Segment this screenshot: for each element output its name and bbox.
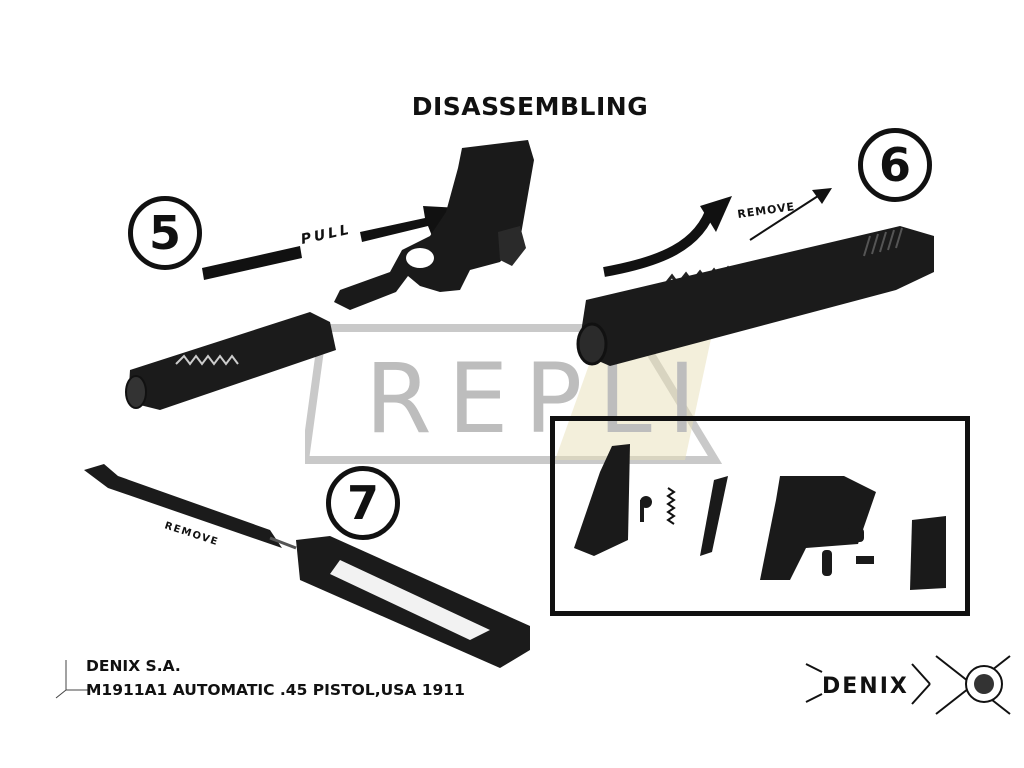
slide-icon <box>125 312 336 410</box>
slide-7-icon <box>296 536 530 668</box>
parts-icon <box>574 444 946 590</box>
page-title: DISASSEMBLING <box>411 92 649 121</box>
parts-exploded-view-box <box>550 416 970 616</box>
slide-6-icon <box>576 226 934 366</box>
watermark-text: REPLI <box>365 343 712 455</box>
pull-label: PULL <box>300 222 354 248</box>
barrel-icon: REMOVE <box>84 464 297 550</box>
step-6-badge: 6 <box>858 128 932 202</box>
step-5-badge: 5 <box>128 196 202 270</box>
step-7-badge: 7 <box>326 466 400 540</box>
repli-watermark: REPLI <box>305 320 723 464</box>
denix-wordmark: DENIX <box>822 674 909 699</box>
denix-logo <box>805 655 1011 715</box>
product-name: M1911A1 AUTOMATIC .45 PISTOL,USA 1911 <box>86 681 465 699</box>
remove-label-7: REMOVE <box>163 520 220 548</box>
axis-triad-icon <box>55 660 90 699</box>
company-name: DENIX S.A. <box>86 657 181 675</box>
footer-text: DENIX S.A. M1911A1 AUTOMATIC .45 PISTOL,… <box>86 654 465 702</box>
pistol-frame-icon <box>334 140 534 310</box>
remove-label-6: REMOVE <box>737 200 796 221</box>
